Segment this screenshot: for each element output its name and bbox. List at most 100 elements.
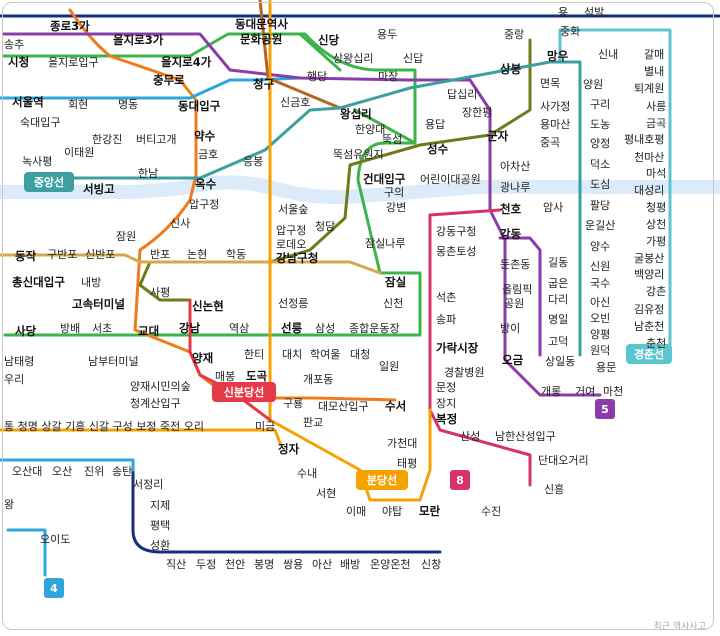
station-label: 송탄 bbox=[112, 465, 132, 478]
line5-badge-label: 5 bbox=[601, 403, 609, 416]
station-label: 오산대 bbox=[12, 465, 42, 478]
station-label: 총신대입구 bbox=[12, 275, 65, 289]
station-label: 광나루 bbox=[500, 181, 530, 194]
sinbundang-badge: 신분당선 bbox=[212, 382, 276, 402]
line4-badge-label: 4 bbox=[50, 582, 58, 595]
gyeongchun-line bbox=[558, 28, 672, 357]
station-label: 뚝섬유원지 bbox=[333, 148, 384, 161]
station-label: 우리 bbox=[4, 373, 24, 386]
station-label: 강변 bbox=[386, 201, 406, 214]
station-label: 신천 bbox=[383, 296, 403, 310]
station-label: 용 bbox=[558, 6, 568, 19]
station-label: 종로3가 bbox=[50, 19, 90, 33]
station-label: 선릉 bbox=[281, 321, 303, 335]
station-label: 도심 bbox=[590, 178, 610, 191]
station-label: 압구정 bbox=[276, 224, 306, 237]
station-label: 잠실 bbox=[385, 275, 406, 289]
station-label: 장지 bbox=[436, 397, 456, 410]
station-label: 양수 bbox=[590, 240, 610, 253]
station-label: 상봉 bbox=[500, 62, 522, 76]
station-label: 서현 bbox=[316, 487, 336, 500]
subway-lines bbox=[0, 0, 720, 577]
station-label: 용문 bbox=[596, 361, 616, 374]
station-label: 가천대 bbox=[387, 436, 417, 450]
station-label: 쌍용 bbox=[283, 558, 303, 571]
station-label: 매봉 bbox=[215, 370, 235, 383]
station-label: 몽촌토성 bbox=[436, 245, 476, 258]
station-label: 방배 bbox=[60, 322, 80, 335]
station-label: 학여울 bbox=[310, 348, 340, 361]
station-label: 구리 bbox=[590, 98, 610, 111]
station-label: 문정 bbox=[436, 381, 456, 394]
station-label: 천안 bbox=[225, 557, 245, 571]
station-label: 충무로 bbox=[153, 73, 185, 87]
station-label: 통 청명 상갈 기흥 신갈 구성 보정 죽전 오리 bbox=[4, 419, 204, 433]
station-label: 회현 bbox=[68, 98, 88, 111]
station-label: 을지로4가 bbox=[161, 55, 212, 69]
line5-branch bbox=[498, 236, 542, 357]
station-label: 마장 bbox=[378, 70, 398, 83]
station-label: 용마산 bbox=[540, 118, 570, 131]
station-label: 잠실나루 bbox=[365, 237, 405, 250]
line8-badge: 8 bbox=[450, 470, 470, 490]
station-label: 강촌 bbox=[646, 285, 666, 298]
station-label: 청구 bbox=[253, 77, 275, 91]
station-label: 산성 bbox=[460, 430, 480, 443]
station-label: 남부터미널 bbox=[88, 355, 139, 368]
station-label: 신원 bbox=[590, 260, 610, 273]
station-label: 동대입구 bbox=[178, 99, 221, 113]
station-label: 미금 bbox=[255, 420, 275, 433]
station-label: 사당 bbox=[15, 324, 37, 338]
station-label: 직산 bbox=[166, 558, 186, 571]
station-label: 지제 bbox=[150, 499, 170, 512]
station-label: 논현 bbox=[187, 248, 207, 261]
station-label: 마천 bbox=[603, 384, 623, 398]
station-label: 올림픽 bbox=[502, 283, 532, 296]
station-label: 시청 bbox=[8, 55, 29, 69]
station-label: 한남 bbox=[138, 167, 158, 180]
station-label: 로데오 bbox=[276, 238, 306, 251]
sinbundang-badge-label: 신분당선 bbox=[224, 385, 264, 399]
station-label: 가평 bbox=[646, 235, 666, 248]
station-label: 수내 bbox=[297, 467, 317, 480]
jungang-line bbox=[28, 60, 582, 357]
station-label: 압구정 bbox=[189, 198, 219, 211]
station-label: 청계산입구 bbox=[130, 397, 181, 410]
line9 bbox=[0, 253, 382, 275]
station-label: 대청 bbox=[350, 348, 370, 361]
jungang-badge: 중앙선 bbox=[24, 172, 74, 192]
station-label: 뚝섬 bbox=[382, 133, 402, 146]
station-label: 온양온천 bbox=[370, 557, 410, 571]
station-label: 오이도 bbox=[40, 533, 70, 546]
station-label: 선정릉 bbox=[278, 297, 308, 310]
station-label: 중화 bbox=[560, 25, 580, 38]
station-label: 신답 bbox=[403, 52, 423, 65]
station-label: 건대입구 bbox=[363, 172, 406, 186]
station-label: 신논현 bbox=[192, 299, 224, 313]
station-label: 한티 bbox=[244, 348, 264, 361]
station-label: 서울숲 bbox=[278, 203, 308, 216]
station-label: 한강진 bbox=[92, 133, 122, 146]
station-label: 강동 bbox=[500, 227, 522, 241]
station-label: 도농 bbox=[590, 118, 610, 131]
station-label: 내방 bbox=[81, 276, 101, 289]
line3 bbox=[68, 8, 397, 402]
line5 bbox=[2, 32, 602, 397]
station-label: 신반포 bbox=[85, 248, 115, 261]
station-label: 수진 bbox=[481, 505, 501, 518]
station-label: 명일 bbox=[548, 312, 568, 326]
station-label: 옥수 bbox=[195, 177, 217, 191]
station-label: 사평 bbox=[150, 286, 170, 299]
station-label: 남태령 bbox=[4, 355, 34, 368]
station-label: 이매 bbox=[346, 505, 366, 518]
station-label: 서정리 bbox=[133, 478, 163, 491]
station-label: 판교 bbox=[303, 416, 323, 429]
station-label: 사가정 bbox=[540, 100, 570, 113]
station-label: 상왕십리 bbox=[333, 52, 373, 65]
station-label: 을지로3가 bbox=[113, 33, 164, 47]
station-label: 국수 bbox=[590, 277, 610, 290]
station-label: 오빈 bbox=[590, 312, 610, 325]
station-label: 왕십리 bbox=[340, 107, 372, 121]
station-label: 공원 bbox=[504, 297, 524, 310]
station-label: 운길산 bbox=[585, 219, 615, 232]
